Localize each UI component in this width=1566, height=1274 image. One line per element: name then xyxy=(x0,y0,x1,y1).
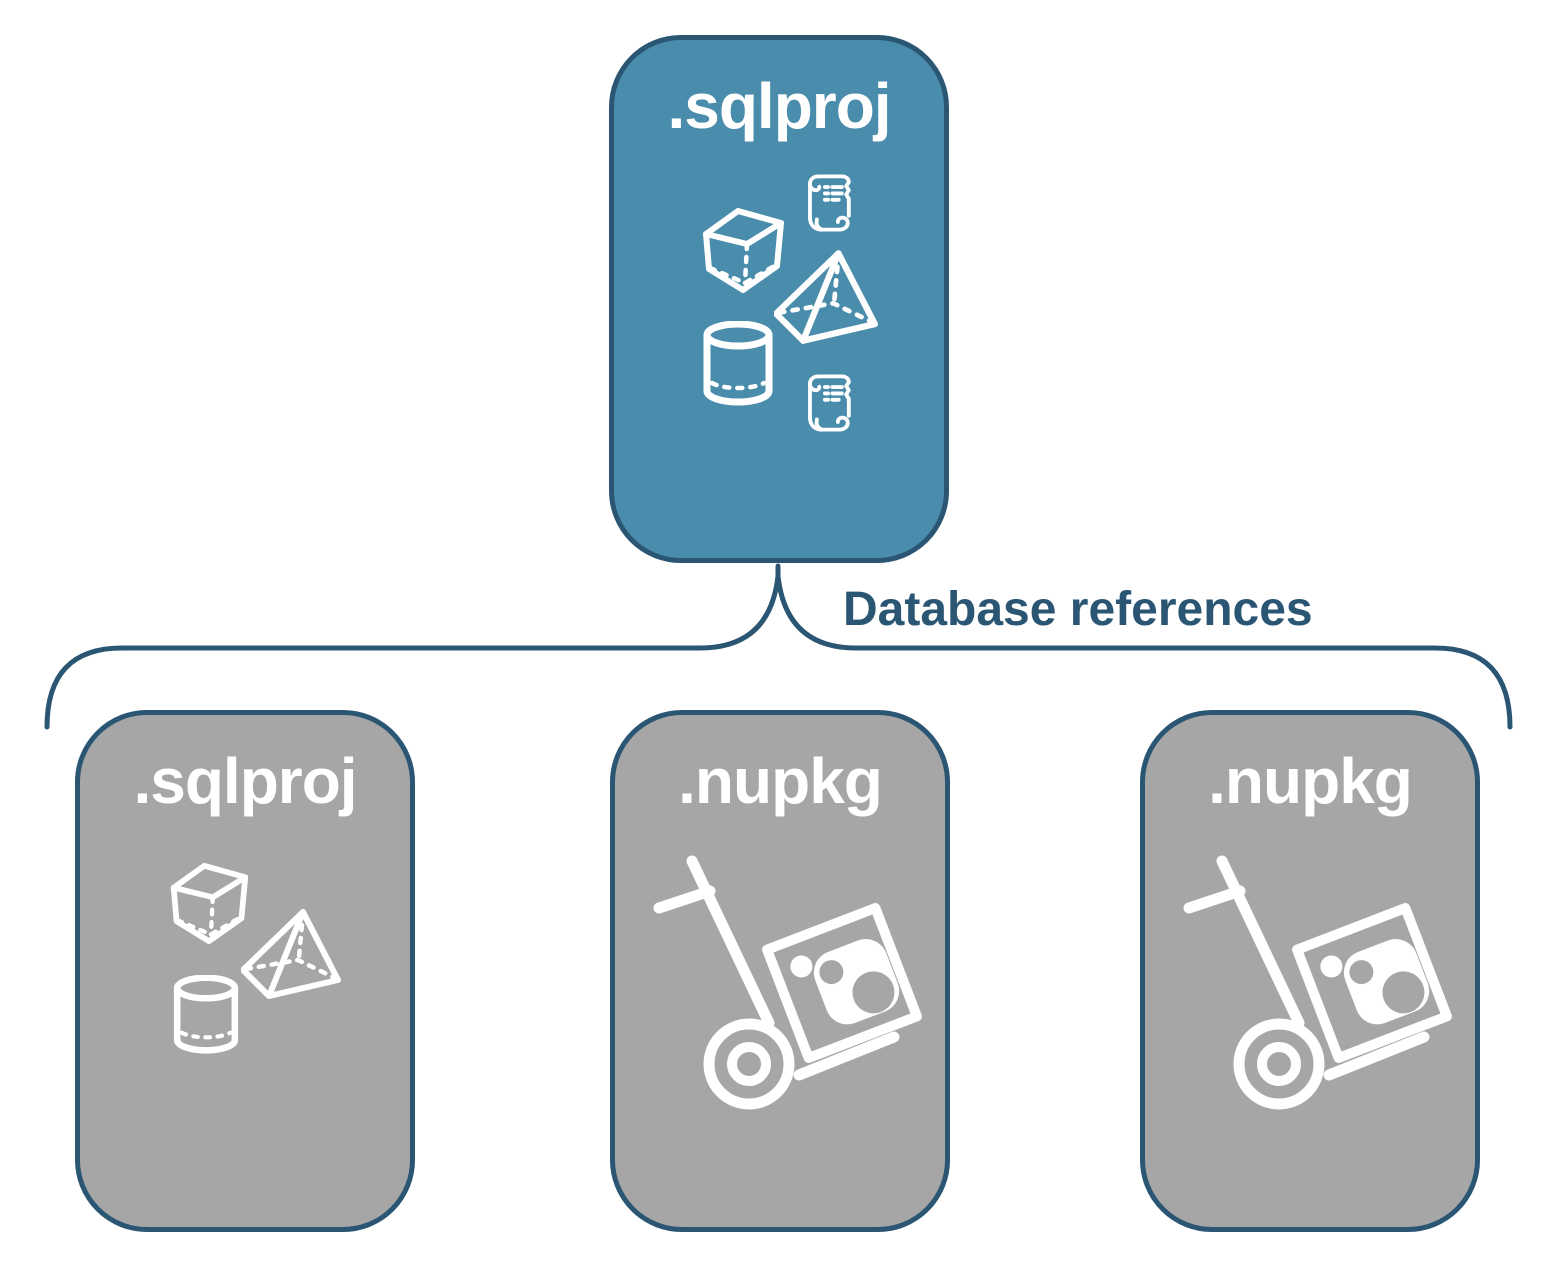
nuget-package-handtruck-icon xyxy=(647,851,925,1117)
node-sqlproj-main: .sqlproj xyxy=(609,35,949,563)
node-sqlproj-child: .sqlproj xyxy=(75,710,415,1232)
node-title: .nupkg xyxy=(1208,745,1413,817)
pyramid-icon xyxy=(241,907,341,999)
cylinder-icon xyxy=(701,321,775,407)
cube-icon xyxy=(698,206,788,294)
pyramid-icon xyxy=(774,248,878,344)
script-scroll-icon xyxy=(799,170,855,236)
connector-label: Database references xyxy=(843,583,1313,636)
cube-icon xyxy=(166,861,252,945)
node-nupkg-child-2: .nupkg xyxy=(1140,710,1480,1232)
node-title: .sqlproj xyxy=(667,70,891,142)
cylinder-icon xyxy=(172,975,240,1055)
node-title: .nupkg xyxy=(678,745,883,817)
nuget-package-handtruck-icon xyxy=(1177,851,1455,1117)
script-scroll-icon xyxy=(799,370,855,436)
node-nupkg-child-1: .nupkg xyxy=(610,710,950,1232)
node-title: .sqlproj xyxy=(133,745,357,817)
